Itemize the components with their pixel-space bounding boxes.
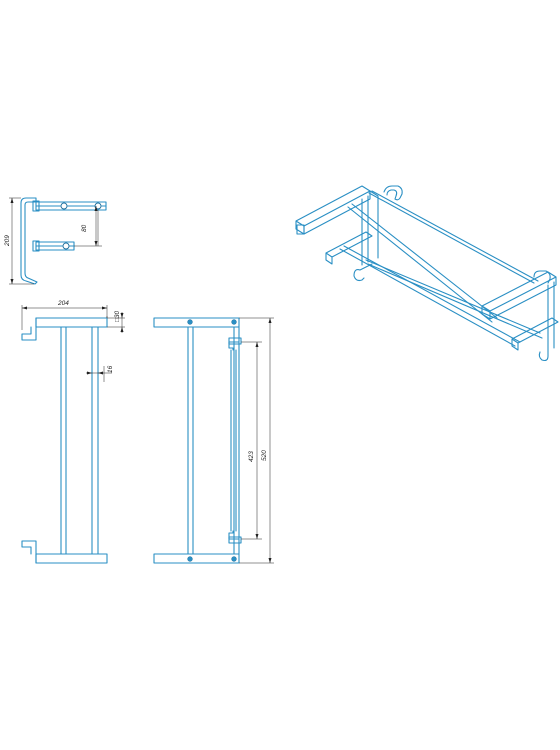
dim-height-209: 209: [4, 235, 11, 247]
iso-rail-2: [368, 192, 535, 284]
dim-width-204: 204: [57, 300, 69, 307]
dim-tube-16: 16: [107, 365, 114, 373]
iso-right-top-profile: [481, 271, 557, 320]
rear-hook-top: [228, 341, 240, 351]
dim-profile-30: □30: [114, 310, 121, 322]
dim-bar-spacing-423: 423: [248, 451, 255, 462]
dim-spacing-80: 80: [81, 224, 88, 232]
iso-right-post: [547, 281, 555, 353]
iso-right-lower-bracket: [511, 317, 559, 351]
rear-screw-bottom-left: [187, 556, 193, 562]
dim-length-520: 520: [261, 450, 268, 461]
front-view: 204 □30 16: [21, 300, 125, 564]
iso-left-post: [361, 190, 379, 266]
side-upper-hole-2: [94, 202, 102, 210]
front-bottom-profile: [35, 553, 108, 564]
rear-bottom-profile: [153, 553, 240, 564]
iso-left-bottom-hook: [353, 263, 373, 282]
rear-view: 423 520: [153, 317, 274, 564]
side-upper-hole-1: [60, 202, 68, 210]
side-lower-hole: [62, 242, 70, 250]
iso-left-hook: [383, 185, 403, 201]
rear-screw-bottom-right: [231, 556, 237, 562]
iso-right-hook: [533, 270, 551, 284]
rear-screw-top-left: [187, 319, 193, 325]
iso-left-lower-bracket: [325, 231, 373, 265]
front-top-profile: [35, 317, 108, 328]
iso-rail-4: [365, 259, 541, 334]
rear-hook-bottom: [228, 530, 240, 540]
iso-right-bottom-hook: [538, 351, 549, 362]
isometric-view: [295, 185, 559, 362]
rear-screw-top-right: [231, 319, 237, 325]
side-hook: [20, 197, 38, 285]
rear-top-profile: [153, 317, 240, 328]
iso-rail-3: [339, 248, 516, 347]
side-view: 209 80: [4, 197, 107, 285]
